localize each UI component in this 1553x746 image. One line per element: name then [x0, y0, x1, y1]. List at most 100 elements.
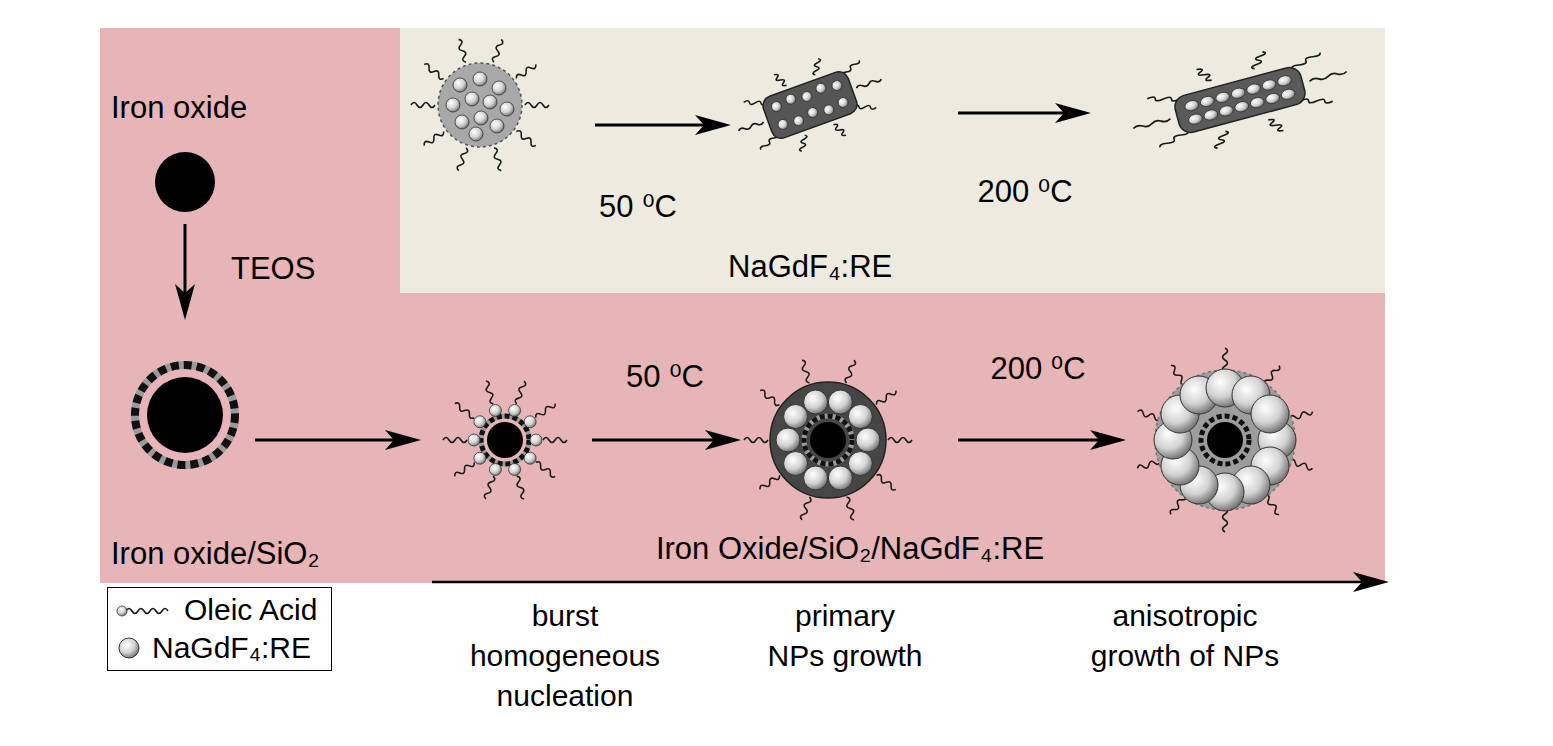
stage-label: primary NPs growth [765, 596, 925, 676]
particle-body [438, 63, 522, 147]
product-label: Iron Oxide/SiO₂/NaGdF₄:RE [656, 530, 1044, 569]
nucleus [801, 90, 814, 103]
particle-shell [1155, 370, 1295, 510]
nucleus [1249, 96, 1265, 109]
legend-sample [114, 597, 176, 623]
nucleus [446, 98, 460, 112]
nucleus [474, 111, 488, 125]
node-caption: Iron oxide/SiO₂ [111, 535, 319, 572]
oleic-acid-ligands [744, 359, 912, 520]
nucleus [1184, 99, 1200, 112]
nucleus [815, 82, 828, 95]
nucleus [500, 102, 514, 116]
band-panel-fill [400, 28, 1385, 293]
nucleus [492, 81, 506, 95]
label-holder: primary NPs growth [765, 596, 925, 676]
nucleus [770, 100, 783, 113]
nanoparticle [411, 39, 549, 172]
nanoparticle [776, 428, 800, 452]
nucleus [490, 119, 504, 133]
anisotropic-particle [1137, 348, 1314, 532]
ligand-tail [126, 608, 168, 613]
nanoparticle [804, 466, 828, 490]
nucleus [524, 452, 536, 464]
band-panel: NaGdF₄:RE [400, 28, 1385, 293]
nanoparticle [784, 452, 808, 476]
temperature-label: 200 ⁰C [990, 350, 1085, 389]
nucleus [509, 405, 521, 417]
nucleus [831, 79, 844, 92]
label-holder: 200 ⁰C [990, 350, 1085, 389]
nucleus [1280, 88, 1296, 101]
label-holder: anisotropic growth of NPs [1080, 596, 1290, 676]
rod-body [1172, 65, 1307, 135]
particle-node: Iron oxide/SiO₂ [105, 318, 360, 576]
nucleus [1265, 92, 1281, 105]
legend-box: Oleic AcidNaGdF₄:RE [107, 587, 332, 671]
silica-shell [135, 365, 235, 465]
nucleus [792, 114, 805, 127]
nucleus [1218, 104, 1234, 117]
nucleus [806, 106, 819, 119]
nanoparticle [828, 390, 852, 414]
nucleus [1215, 91, 1231, 104]
nucleus [474, 452, 486, 464]
nucleus [1246, 82, 1262, 95]
process-arrow [255, 439, 415, 442]
coated-core [804, 416, 852, 464]
nucleus [1234, 100, 1250, 113]
legend-row: Oleic Acid [114, 591, 317, 629]
nucleus [468, 434, 480, 446]
grown-particle [744, 359, 912, 520]
coated-core [481, 416, 529, 464]
legend-row: NaGdF₄:RE [114, 629, 317, 667]
nucleus [469, 127, 483, 141]
legend-sample [114, 634, 144, 660]
nucleus [473, 72, 487, 86]
node-caption: NaGdF₄:RE [728, 248, 892, 285]
sphere-sample [119, 638, 139, 658]
temperature-label: 50 ⁰C [599, 188, 677, 227]
process-arrow [592, 439, 735, 442]
nucleus [489, 464, 501, 476]
background-region [100, 28, 1385, 583]
label-holder: burst homogeneous nucleation [465, 596, 665, 716]
nucleus [1187, 113, 1203, 126]
stage-label: anisotropic growth of NPs [1080, 596, 1290, 676]
oleic-acid-ligands [1123, 32, 1358, 169]
particle-shell [770, 382, 886, 498]
nucleus [474, 416, 486, 428]
oleic-acid-ligands [1137, 348, 1314, 532]
label-holder: 200 ⁰C [977, 173, 1072, 212]
ligand-head [117, 606, 127, 616]
nucleated-particle [443, 380, 567, 499]
iron-oxide-core [147, 377, 223, 453]
legend-text: Oleic Acid [184, 591, 317, 629]
edge-label-holder: TEOS [231, 250, 315, 287]
process-arrow [958, 112, 1085, 115]
temperature-label: 50 ⁰C [626, 358, 704, 397]
nucleus [777, 118, 790, 131]
nucleus [1261, 78, 1277, 91]
nucleus [784, 93, 797, 106]
reaction-arrow [184, 224, 187, 314]
label-holder: 50 ⁰C [626, 358, 704, 397]
nanoparticle [848, 405, 872, 429]
process-arrow [595, 124, 725, 127]
nucleus [1199, 95, 1215, 108]
nucleus [1230, 87, 1246, 100]
stage-label: burst homogeneous nucleation [465, 596, 665, 716]
rod-body [760, 69, 860, 141]
nucleus [455, 115, 469, 129]
particle-node: Iron oxide [105, 85, 265, 220]
nucleus [837, 96, 850, 109]
oleic-acid-ligands [725, 40, 896, 169]
nucleus [453, 78, 467, 92]
silica-shell [135, 365, 235, 465]
silica-coated-particle [135, 365, 235, 465]
nucleus [524, 416, 536, 428]
nanoparticle [856, 428, 880, 452]
nucleus [530, 434, 542, 446]
label-holder: 50 ⁰C [599, 188, 677, 227]
